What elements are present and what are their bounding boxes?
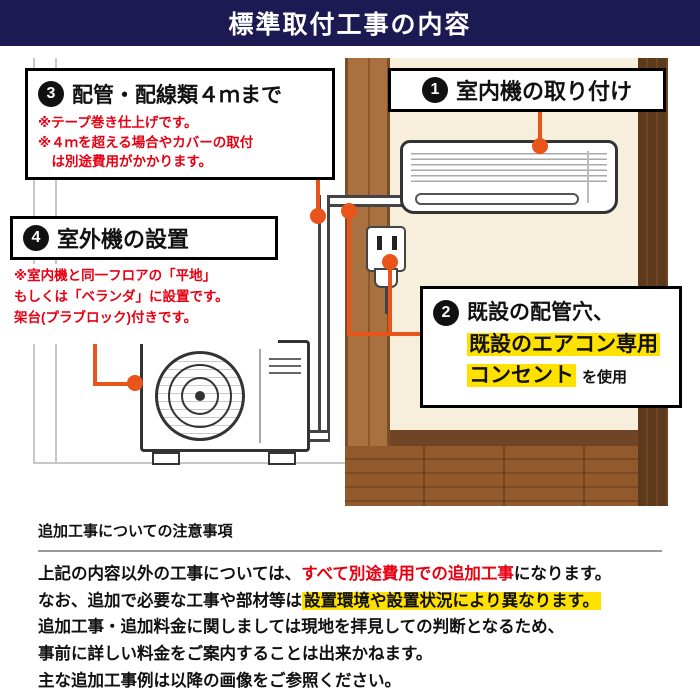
callout-3-number: 3	[38, 81, 64, 107]
callout-4-title: 室外機の設置	[57, 227, 190, 252]
refrigerant-pipe-vertical	[318, 195, 330, 442]
indoor-unit-panel-line	[587, 151, 589, 203]
outlet-slot-right	[392, 236, 397, 250]
notes-paragraph-3: 追加工事・追加料金に関しましては現地を拝見しての判断となるため、	[38, 618, 565, 637]
outlet-slot-left	[377, 236, 382, 250]
fan-ring-inner	[181, 377, 219, 415]
ground-line	[33, 462, 345, 464]
callout-2-number: 2	[433, 299, 459, 326]
notes-divider	[38, 550, 662, 552]
connector-line-4b	[93, 382, 135, 386]
callout-4-note-2: もしくは「ベランダ」に設置です。	[14, 288, 229, 304]
power-plug	[374, 268, 398, 288]
callout-1-indoor-unit: 1 室内機の取り付け	[388, 68, 666, 112]
connector-line-3	[316, 180, 320, 212]
marker-dot-outlet	[382, 254, 398, 270]
wood-floor	[345, 446, 668, 506]
fan-ring-outer	[168, 364, 232, 428]
marker-dot-outdoor-unit	[127, 375, 143, 391]
page-title: 標準取付工事の内容	[0, 0, 700, 46]
callout-3-piping: 3 配管・配線類４ｍまで ※テープ巻き仕上げです。 ※４ｍを超える場合やカバーの…	[25, 68, 335, 180]
marker-dot-indoor-unit	[532, 138, 548, 154]
notes-paragraph-1: 上記の内容以外の工事については、すべて別途費用での追加工事になります。	[38, 561, 662, 588]
notes-p1-tail: になります。	[513, 565, 612, 583]
connector-line-2c	[347, 332, 423, 336]
callout-2-line2: 既設のエアコン専用	[467, 332, 660, 356]
notes-p2-highlight: 設置環境や設置状況により異なります。	[302, 591, 602, 610]
refrigerant-pipe-horizontal	[326, 195, 404, 207]
notes-p1-red: すべて別途費用での追加工事	[301, 565, 514, 583]
callout-4-note-1: ※室内機と同一フロアの「平地」	[14, 268, 217, 283]
callout-3-note-1: ※テープ巻き仕上げです。	[38, 115, 198, 130]
callout-2-outlet: 2 既設の配管穴、 既設のエアコン専用 コンセントを使用	[420, 286, 682, 408]
callout-2-line1: 既設の配管穴、	[467, 301, 614, 324]
callout-4-note-3: 架台(プラブロック)付きです。	[14, 309, 198, 325]
fan-hub	[195, 391, 205, 401]
notes-p2-plain: なお、追加で必要な工事や部材等は	[38, 591, 302, 610]
callout-3-title: 配管・配線類４ｍまで	[72, 84, 282, 107]
callout-1-label: 室内機の取り付け	[455, 79, 632, 104]
callout-2-suffix: を使用	[582, 369, 628, 386]
outdoor-unit	[140, 340, 310, 452]
notes-paragraph-2: なお、追加で必要な工事や部材等は設置環境や設置状況により異なります。	[38, 588, 662, 615]
callout-4-number: 4	[23, 225, 49, 251]
callout-2-line3: コンセント	[467, 364, 576, 387]
connector-line-4a	[93, 342, 97, 386]
indoor-unit-vent-flap	[415, 193, 579, 205]
baseboard	[390, 430, 638, 446]
indoor-unit-grille	[411, 149, 607, 185]
callout-3-note-3: は別途費用がかかります。	[38, 154, 213, 170]
outdoor-unit-foot-right	[268, 452, 296, 465]
installation-illustration: 1 室内機の取り付け 3 配管・配線類４ｍまで ※テープ巻き仕上げです。 ※４ｍ…	[0, 46, 700, 506]
notes-p1-plain: 上記の内容以外の工事については、	[38, 565, 302, 583]
dark-corner-pillar	[638, 58, 668, 506]
left-wall-corner-line	[55, 58, 57, 462]
connector-line-1	[538, 112, 542, 142]
notes-heading: 追加工事についての注意事項	[38, 523, 233, 540]
notes-paragraph-5: 主な追加工事例は以降の画像をご参照ください。	[38, 671, 401, 690]
notes-paragraph-4: 事前に詳しい料金をご案内することは出来かねます。	[38, 645, 433, 664]
outdoor-unit-foot-left	[152, 452, 180, 465]
left-wall-line	[33, 58, 35, 462]
outdoor-panel-line	[259, 349, 261, 443]
connector-line-2b	[388, 262, 392, 336]
callout-4-notes: ※室内機と同一フロアの「平地」 もしくは「ベランダ」に設置です。 架台(プラブロ…	[10, 264, 278, 344]
connector-line-2a	[347, 211, 351, 336]
additional-work-notes: 追加工事についての注意事項 上記の内容以外の工事については、すべて別途費用での追…	[0, 506, 700, 700]
indoor-unit	[400, 140, 618, 214]
marker-dot-piping	[310, 208, 326, 224]
callout-1-number: 1	[421, 77, 448, 103]
callout-4-outdoor-unit: 4 室外機の設置	[10, 216, 278, 260]
outdoor-side-vents	[269, 353, 301, 379]
callout-3-note-2: ※４ｍを超える場合やカバーの取付	[38, 134, 254, 150]
power-cord	[385, 288, 388, 314]
marker-dot-pipe-hole	[341, 203, 357, 219]
